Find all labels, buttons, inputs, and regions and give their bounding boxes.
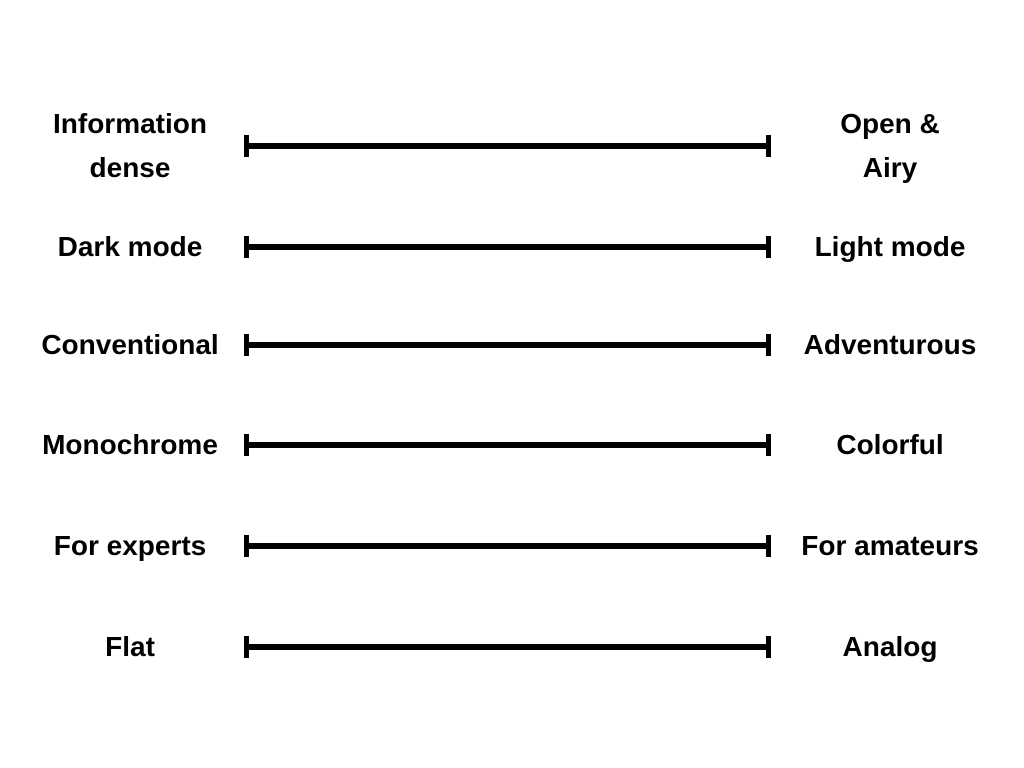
line-bar: [244, 342, 771, 348]
spectrum-row-color-amount: Monochrome Colorful: [0, 395, 1024, 495]
left-pole-label: Flat: [105, 631, 155, 662]
right-pole-label: Analog: [842, 631, 938, 662]
right-pole-label: Open & Airy: [840, 108, 940, 183]
spectrum-row-color-mode: Dark mode Light mode: [0, 197, 1024, 297]
spectrum-line: [244, 135, 771, 157]
spectrum-line: [244, 236, 771, 258]
spectrum-line: [244, 434, 771, 456]
left-pole-label: For experts: [53, 530, 207, 561]
spectrum-line: [244, 535, 771, 557]
spectrum-row-information-density: Information dense Open & Airy: [0, 96, 1024, 196]
left-pole-label: Information dense: [53, 108, 207, 183]
line-bar: [244, 644, 771, 650]
line-right-cap: [766, 236, 771, 258]
spectrum-line: [244, 334, 771, 356]
spectrum-row-convention: Conventional Adventurous: [0, 295, 1024, 395]
line-bar: [244, 143, 771, 149]
right-pole-label: Colorful: [836, 429, 944, 460]
spectrum-row-audience: For experts For amateurs: [0, 496, 1024, 596]
right-pole-label: For amateurs: [801, 530, 979, 561]
line-right-cap: [766, 434, 771, 456]
line-right-cap: [766, 636, 771, 658]
right-pole-label: Light mode: [814, 231, 966, 262]
left-pole-label: Conventional: [41, 329, 219, 360]
line-right-cap: [766, 535, 771, 557]
line-bar: [244, 244, 771, 250]
spectrum-line: [244, 636, 771, 658]
right-pole-label: Adventurous: [803, 329, 977, 360]
line-bar: [244, 543, 771, 549]
line-bar: [244, 442, 771, 448]
left-pole-label: Monochrome: [42, 429, 218, 460]
line-right-cap: [766, 135, 771, 157]
spectrum-row-texture: Flat Analog: [0, 597, 1024, 697]
left-pole-label: Dark mode: [57, 231, 203, 262]
line-right-cap: [766, 334, 771, 356]
